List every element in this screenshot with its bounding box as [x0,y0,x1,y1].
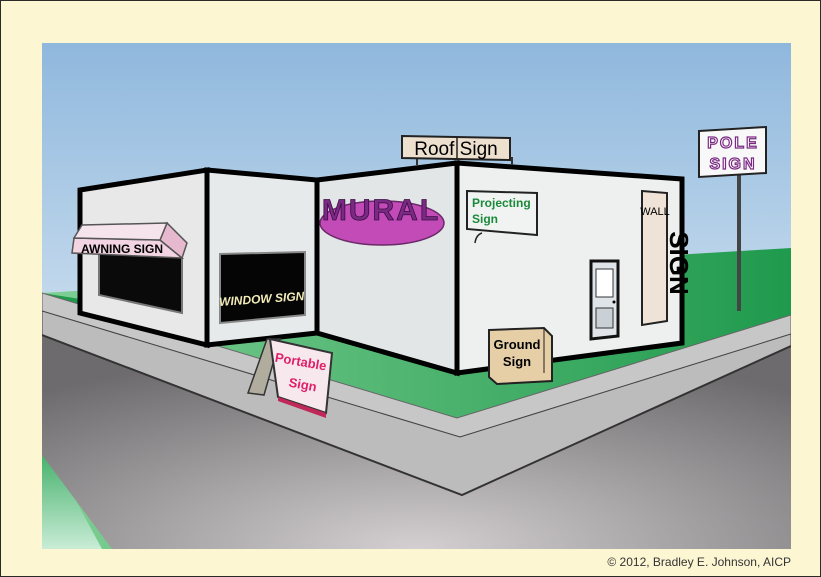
scene: AWNING SIGN WINDOW SIGN MURAL Roof Sign … [42,43,791,549]
wall-sign-line2: SIGN [664,231,694,295]
wall-sign-line1: WALL [640,206,670,218]
pole-sign-line1: POLE [707,135,759,152]
door-knob [613,301,616,304]
pole-sign-line2: SIGN [709,156,756,173]
copyright-credit: © 2012, Bradley E. Johnson, AICP [561,555,791,569]
sign-types-illustration: AWNING SIGN WINDOW SIGN MURAL Roof Sign … [42,43,791,549]
roof-sign-label: Roof Sign [414,139,497,160]
door-panel [596,308,613,328]
mural-label: MURAL [322,194,440,227]
window-sign-window [220,252,305,323]
door-window [596,269,613,297]
projecting-sign-line1: Projecting [472,196,531,210]
awning-top [74,223,167,240]
projecting-sign-line2: Sign [472,212,498,226]
ground-sign-line2: Sign [503,354,531,369]
awning-sign-label: AWNING SIGN [81,242,163,256]
ground-sign-line1: Ground [494,337,541,352]
